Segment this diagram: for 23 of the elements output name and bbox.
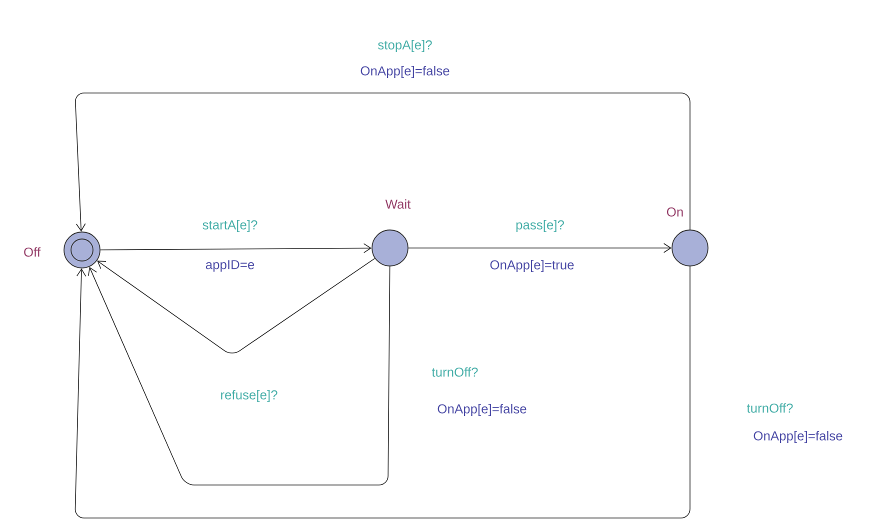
edge-label: startA[e]?: [202, 220, 258, 232]
update-label: OnApp[e]=false: [754, 430, 842, 444]
location-circle: [64, 232, 100, 268]
location-circle: [372, 230, 408, 266]
transition-arrow: [97, 258, 376, 354]
transition-arrow: [88, 266, 390, 486]
edge-label: refuse[e]?: [221, 390, 278, 402]
location-circle: [672, 230, 708, 266]
edge-label: turnOff?: [746, 403, 793, 413]
transition-arrow: [408, 243, 672, 253]
edge-label: pass[e]?: [516, 220, 564, 232]
edge-label: stopA[e]?: [378, 40, 432, 52]
edge-label: turnOff?: [432, 367, 478, 377]
location-name: On: [665, 206, 685, 218]
transition-arrow: [74, 266, 690, 518]
update-label: OnApp[e]=true: [490, 260, 574, 272]
transition-arrow: [75, 92, 690, 232]
location-name: Off: [22, 246, 42, 258]
update-label: appID=e: [206, 260, 254, 272]
update-label: OnApp[e]=false: [438, 404, 526, 416]
update-label: OnApp[e]=false: [360, 66, 450, 78]
transition-arrow: [100, 243, 372, 254]
location-name: Wait: [384, 198, 412, 210]
